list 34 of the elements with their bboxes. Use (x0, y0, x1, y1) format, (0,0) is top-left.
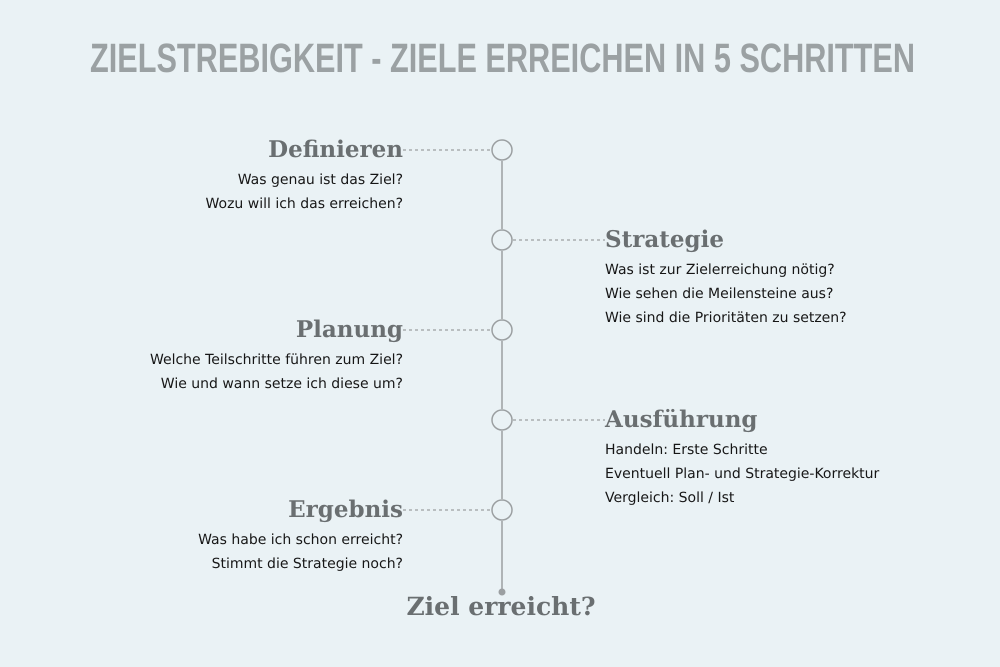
goal-heading: Ziel erreicht? (406, 592, 596, 622)
step-description: Vergleich: Soll / Ist (605, 489, 734, 508)
leader-line (403, 329, 491, 331)
step-description: Wie und wann setze ich diese um? (160, 375, 403, 394)
step-heading: Definieren (268, 135, 403, 165)
milestone-circle (491, 319, 513, 341)
step-description: Eventuell Plan- und Strategie-Korrektur (605, 465, 880, 484)
milestone-circle (491, 499, 513, 521)
timeline-line (501, 251, 503, 319)
milestone-circle (491, 229, 513, 251)
timeline-line (501, 431, 503, 499)
leader-line (513, 239, 605, 241)
step-heading: Ergebnis (288, 495, 403, 525)
step-description: Stimmt die Strategie noch? (212, 555, 403, 574)
step-description: Wie sehen die Meilensteine aus? (605, 285, 834, 304)
step-heading: Strategie (605, 225, 724, 255)
step-description: Was habe ich schon erreicht? (198, 531, 403, 550)
title: ZIELSTREBIGKEIT - ZIELE ERREICHEN IN 5 SCHRITTEN (90, 38, 915, 79)
step-description: Wozu will ich das erreichen? (205, 195, 403, 214)
step-description: Handeln: Erste Schritte (605, 441, 768, 460)
timeline-line (501, 341, 503, 409)
timeline-line (501, 161, 503, 229)
step-description: Was ist zur Zielerreichung nötig? (605, 261, 835, 280)
step-description: Wie sind die Prioritäten zu setzen? (605, 309, 847, 328)
leader-line (403, 149, 491, 151)
timeline-line (498, 521, 506, 596)
step-heading: Ausführung (605, 405, 758, 435)
milestone-circle (491, 409, 513, 431)
leader-line (403, 509, 491, 511)
leader-line (513, 419, 605, 421)
milestone-circle (491, 139, 513, 161)
step-heading: Planung (296, 315, 403, 345)
step-description: Was genau ist das Ziel? (238, 171, 403, 190)
step-description: Welche Teilschritte führen zum Ziel? (150, 351, 403, 370)
